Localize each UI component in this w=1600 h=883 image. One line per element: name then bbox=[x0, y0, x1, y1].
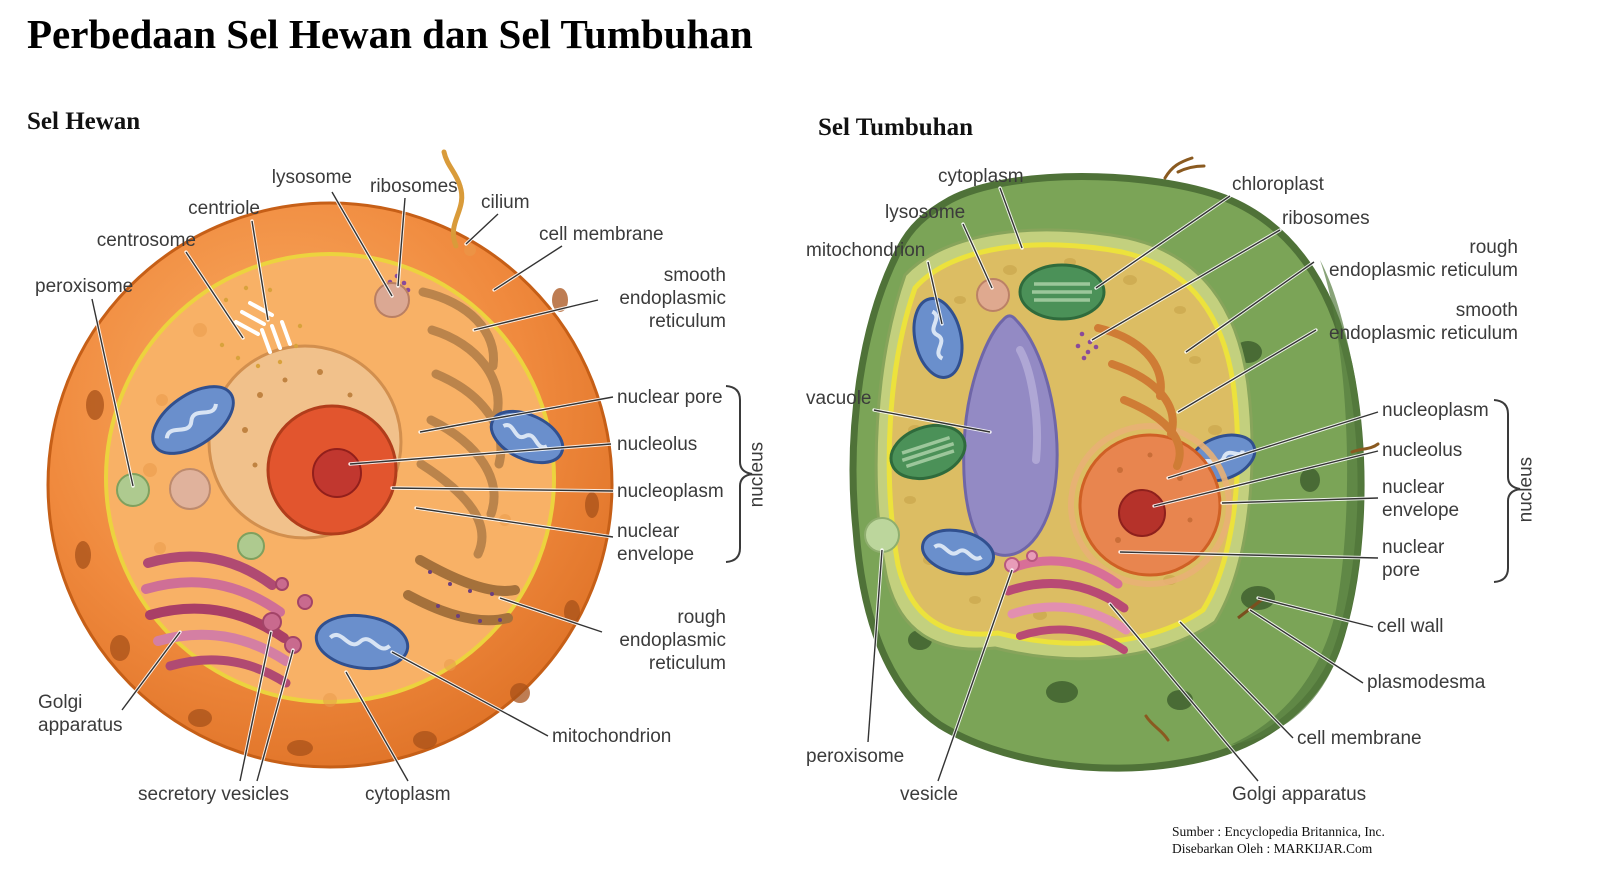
plant-label-nucleoplasm: nucleoplasm bbox=[1382, 400, 1489, 421]
plant-label-mitochondrion: mitochondrion bbox=[806, 240, 926, 261]
plant-label-cell-membrane: cell membrane bbox=[1297, 728, 1422, 749]
plant-label-nucleus: nucleus bbox=[1515, 456, 1537, 523]
plant-nucleus bbox=[1068, 423, 1232, 587]
plant-ribosomes bbox=[1075, 331, 1099, 361]
animal-label-centrosome: centrosome bbox=[96, 230, 196, 251]
animal-vesicle-sphere bbox=[169, 468, 211, 510]
plant-label-nucleolus: nucleolus bbox=[1382, 440, 1463, 461]
plant-label-ribosomes: ribosomes bbox=[1282, 208, 1370, 229]
animal-label-golgi-apparatus: Golgi apparatus bbox=[38, 692, 123, 737]
animal-centrosome bbox=[219, 285, 303, 369]
plant-label-peroxisome: peroxisome bbox=[806, 746, 905, 767]
animal-label-nuclear-envelope: nuclear envelope bbox=[617, 521, 695, 566]
plant-label-rough-er: rough endoplasmic reticulum bbox=[1328, 237, 1518, 282]
plant-nucleolus bbox=[1118, 489, 1166, 537]
plant-golgi-apparatus bbox=[1003, 556, 1131, 654]
source-line-1: Sumber : Encyclopedia Britannica, Inc. bbox=[1172, 824, 1385, 839]
plant-label-nuclear-envelope: nuclear envelope bbox=[1382, 477, 1460, 522]
animal-label-cilium: cilium bbox=[481, 192, 530, 213]
animal-label-cell-membrane: cell membrane bbox=[539, 224, 664, 245]
animal-label-rough-er: rough endoplasmic reticulum bbox=[619, 607, 726, 675]
animal-rough-er-ribosomes bbox=[428, 570, 502, 623]
animal-label-centriole: centriole bbox=[188, 198, 260, 219]
plant-cell-heading: Sel Tumbuhan bbox=[818, 114, 973, 141]
plant-label-nuclear-pore: nuclear pore bbox=[1382, 537, 1445, 582]
plant-endoplasmic-reticulum bbox=[1094, 324, 1184, 470]
animal-peroxisome bbox=[116, 473, 150, 507]
plant-cell-illustration bbox=[849, 156, 1380, 772]
animal-lysosome bbox=[374, 282, 410, 318]
animal-label-secretory-vesicles: secretory vesicles bbox=[138, 784, 289, 805]
animal-label-lysosome: lysosome bbox=[271, 167, 352, 188]
source-credit: Sumber : Encyclopedia Britannica, Inc. D… bbox=[1172, 823, 1385, 857]
animal-label-nucleolus: nucleolus bbox=[617, 434, 698, 455]
plant-peroxisome bbox=[864, 517, 900, 553]
plant-chloroplasts bbox=[889, 263, 1106, 481]
animal-label-smooth-er: smooth endoplasmic reticulum bbox=[619, 265, 726, 333]
page-title: Perbedaan Sel Hewan dan Sel Tumbuhan bbox=[27, 11, 753, 57]
animal-surface-pits bbox=[75, 288, 599, 756]
animal-centriole bbox=[234, 301, 292, 354]
plant-lysosome bbox=[976, 278, 1010, 312]
plant-label-cell-wall: cell wall bbox=[1377, 616, 1444, 637]
plant-label-lysosome: lysosome bbox=[885, 202, 966, 223]
animal-label-ribosomes: ribosomes bbox=[370, 176, 458, 197]
plant-vesicle-2 bbox=[1026, 550, 1038, 562]
plant-label-smooth-er: smooth endoplasmic reticulum bbox=[1328, 300, 1518, 345]
animal-secretory-vesicles bbox=[262, 577, 313, 654]
animal-nucleus bbox=[207, 344, 403, 540]
animal-label-nucleoplasm: nucleoplasm bbox=[617, 481, 724, 502]
animal-nucleolus bbox=[312, 448, 362, 498]
plant-label-vesicle: vesicle bbox=[900, 784, 959, 805]
source-line-2: Disebarkan Oleh : MARKIJAR.Com bbox=[1172, 841, 1373, 856]
plant-label-vacuole: vacuole bbox=[806, 388, 872, 409]
animal-peroxisome-2 bbox=[237, 532, 265, 560]
nucleus-brackets bbox=[725, 385, 1521, 583]
animal-cytoplasm-texture bbox=[143, 244, 511, 707]
animal-label-nucleus: nucleus bbox=[746, 441, 768, 508]
animal-cell-heading: Sel Hewan bbox=[27, 108, 141, 135]
animal-label-nuclear-pore: nuclear pore bbox=[617, 387, 723, 408]
plant-label-cytoplasm: cytoplasm bbox=[938, 166, 1024, 187]
animal-cell-illustration bbox=[46, 149, 614, 769]
animal-label-cytoplasm: cytoplasm bbox=[365, 784, 451, 805]
animal-cilium bbox=[441, 149, 465, 249]
plant-label-chloroplast: chloroplast bbox=[1232, 174, 1324, 195]
animal-label-mitochondrion: mitochondrion bbox=[552, 726, 672, 747]
plant-plasmodesma bbox=[1237, 596, 1265, 620]
plant-label-plasmodesma: plasmodesma bbox=[1367, 672, 1486, 693]
plant-label-golgi-apparatus: Golgi apparatus bbox=[1232, 784, 1367, 805]
animal-label-peroxisome: peroxisome bbox=[35, 276, 134, 297]
